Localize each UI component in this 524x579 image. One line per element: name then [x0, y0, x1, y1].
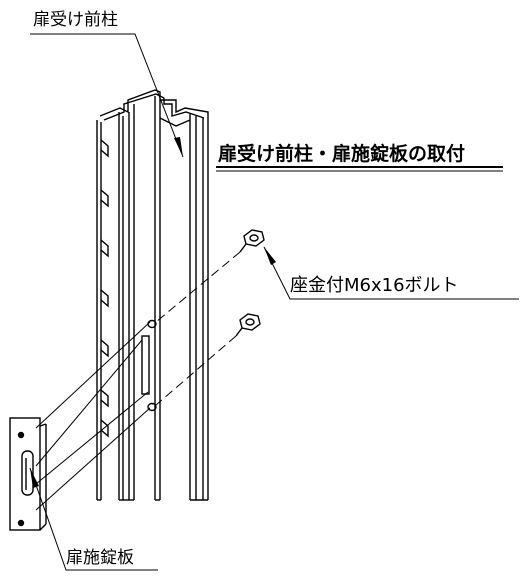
lock-plate — [9, 417, 47, 531]
plate-leader-arrow — [30, 468, 39, 488]
post-leader-arrow — [174, 137, 183, 157]
bolt-upper — [239, 229, 265, 253]
plate-label: 扉施錠板 — [66, 548, 134, 568]
post-label: 扉受け前柱 — [33, 10, 118, 30]
front-post — [96, 89, 209, 501]
bolt-lower — [235, 313, 261, 337]
bolt-leader-line — [263, 246, 519, 300]
post-leader-line — [30, 33, 184, 158]
bolt-label: 座金付M6x16ボルト — [290, 275, 459, 296]
diagram-title: 扉受け前柱・扉施錠板の取付 — [218, 142, 465, 165]
plate-hole-bottom — [17, 519, 25, 527]
plate-leader-line — [29, 467, 158, 571]
post-slot — [141, 335, 150, 395]
bolt-path-upper — [155, 251, 241, 323]
post-hole-lower — [147, 402, 157, 412]
bolt-leader-arrow — [264, 247, 276, 265]
bolt-path-lower — [155, 335, 237, 406]
plate-hole-top — [17, 431, 25, 439]
plate-alignment-lines — [35, 321, 151, 511]
